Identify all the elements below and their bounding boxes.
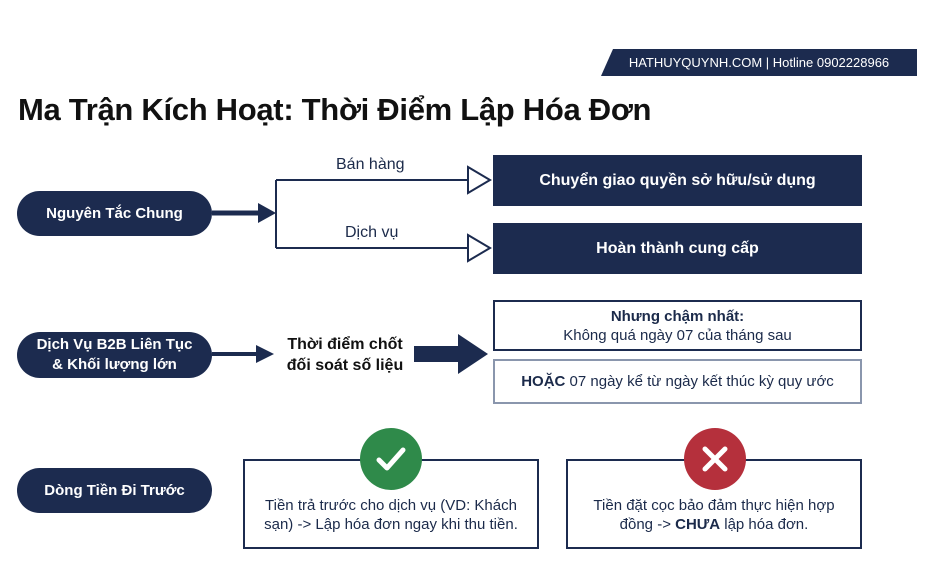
deadline-box-latest: Nhưng chậm nhất: Không quá ngày 07 của t… (493, 300, 862, 351)
not-yet-label: CHƯA (675, 516, 721, 533)
reconciliation-line2: đối soát số liệu (286, 357, 404, 374)
result-service-completion: Hoàn thành cung cấp (493, 223, 862, 274)
arrow-row2-head (256, 345, 274, 363)
branch-label-sales: Bán hàng (336, 156, 405, 173)
branch-label-service: Dịch vụ (345, 224, 399, 241)
page-title: Ma Trận Kích Hoạt: Thời Điểm Lập Hóa Đơn (18, 92, 652, 127)
general-principle-pill: Nguyên Tắc Chung (17, 191, 212, 236)
b2b-continuous-pill: Dịch Vụ B2B Liên Tục & Khối lượng lớn (17, 332, 212, 378)
deposit-line1: Tiền đặt cọc bảo đảm thực hiện hợp (593, 497, 835, 514)
deadline-box-text: Không quá ngày 07 của tháng sau (563, 326, 792, 344)
alternative-text: 07 ngày kể từ ngày kết thúc kỳ quy ước (565, 373, 834, 390)
branch-top-arrowhead (467, 165, 492, 195)
header-banner: HATHUYQUYNH.COM | Hotline 0902228966 (601, 49, 917, 76)
b2b-pill-line1: Dịch Vụ B2B Liên Tục (36, 336, 193, 353)
prepayment-line1: Tiền trả trước cho dịch vụ (VD: Khách (265, 497, 517, 514)
deadline-box-alternative: HOẶC 07 ngày kể từ ngày kết thúc kỳ quy … (493, 359, 862, 404)
cash-first-pill: Dòng Tiền Đi Trước (17, 468, 212, 513)
cross-icon (684, 428, 746, 490)
alternative-or-label: HOẶC (521, 373, 566, 390)
result-ownership-transfer: Chuyển giao quyền sở hữu/sử dụng (493, 155, 862, 206)
check-icon (360, 428, 422, 490)
reconciliation-time-text: Thời điểm chốt đối soát số liệu (280, 334, 410, 376)
big-arrow-row2 (414, 334, 488, 374)
prepayment-line2: sạn) -> Lập hóa đơn ngay khi thu tiền. (264, 516, 518, 533)
branch-bottom-arrowhead (467, 233, 492, 263)
b2b-pill-line2: & Khối lượng lớn (52, 356, 177, 373)
arrow-row1-head (258, 203, 276, 223)
deadline-box-title: Nhưng chậm nhất: (610, 307, 745, 325)
deposit-line2: đồng -> CHƯA lập hóa đơn. (619, 516, 809, 533)
reconciliation-line1: Thời điểm chốt (287, 336, 403, 353)
